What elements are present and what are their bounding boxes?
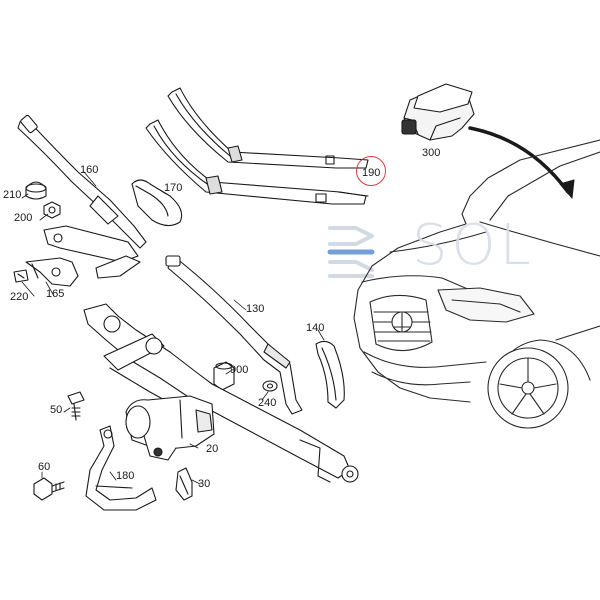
part-label-300: 300	[422, 147, 441, 159]
part-label-140: 140	[306, 322, 325, 334]
wiper-arm-left	[17, 114, 147, 249]
part-label-20: 20	[206, 443, 219, 455]
watermark-logo-icon	[327, 226, 375, 278]
grommet-30	[175, 467, 193, 501]
wiper-arm-right	[165, 255, 303, 415]
support-bracket-180	[85, 425, 157, 511]
sensor-pointer-arrowhead-icon	[559, 179, 575, 199]
cap-210	[25, 181, 47, 200]
part-label-190: 190	[362, 167, 381, 179]
part-label-165: 165	[46, 288, 65, 300]
part-label-170: 170	[164, 182, 183, 194]
part-label-30: 30	[198, 478, 211, 490]
clip-bracket-165	[25, 257, 79, 287]
rain-light-sensor	[401, 83, 475, 141]
part-label-240: 240	[258, 397, 277, 409]
wiper-blade-upper	[167, 87, 369, 169]
part-label-200: 200	[14, 212, 33, 224]
arm-bracket	[43, 225, 141, 279]
sensor-pointer-arrow	[468, 126, 570, 194]
part-label-50: 50	[50, 404, 63, 416]
wiper-linkage-frame	[83, 303, 359, 483]
bolt-60	[33, 477, 65, 501]
clip-220	[13, 269, 29, 283]
wiper-blade-lower	[145, 119, 369, 205]
bushing-900	[213, 361, 235, 391]
part-label-130: 130	[246, 303, 265, 315]
part-label-160: 160	[80, 164, 99, 176]
wiper-motor	[125, 395, 215, 461]
wiper-cover-140	[315, 340, 345, 409]
part-label-900: 900	[230, 364, 249, 376]
highlight-circle	[356, 156, 386, 186]
leader-lines	[21, 171, 325, 485]
part-label-220: 220	[10, 291, 29, 303]
wiper-cap	[131, 179, 183, 227]
part-label-60: 60	[38, 461, 51, 473]
part-label-210: 210	[3, 189, 22, 201]
washer-240	[262, 380, 278, 392]
screw-50	[67, 391, 85, 421]
car-front-outline	[353, 139, 600, 429]
part-label-180: 180	[116, 470, 135, 482]
watermark-text: SOL	[412, 213, 535, 278]
